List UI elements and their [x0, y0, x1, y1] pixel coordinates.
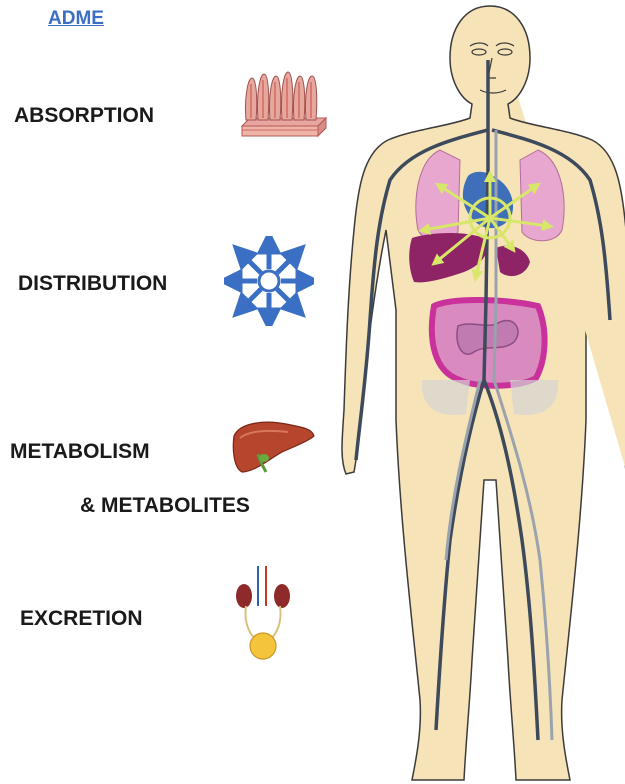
body-outline: [342, 6, 625, 780]
distribution-label: DISTRIBUTION: [18, 272, 167, 296]
kidneys-bladder-icon: [232, 566, 294, 662]
absorption-label: ABSORPTION: [14, 104, 154, 128]
metabolites-label: & METABOLITES: [80, 494, 250, 518]
excretion-label: EXCRETION: [20, 607, 143, 631]
human-body-diagram: [300, 0, 625, 784]
page-title: ADME: [48, 8, 104, 30]
metabolism-label: METABOLISM: [10, 440, 150, 464]
intestines: [432, 300, 545, 386]
